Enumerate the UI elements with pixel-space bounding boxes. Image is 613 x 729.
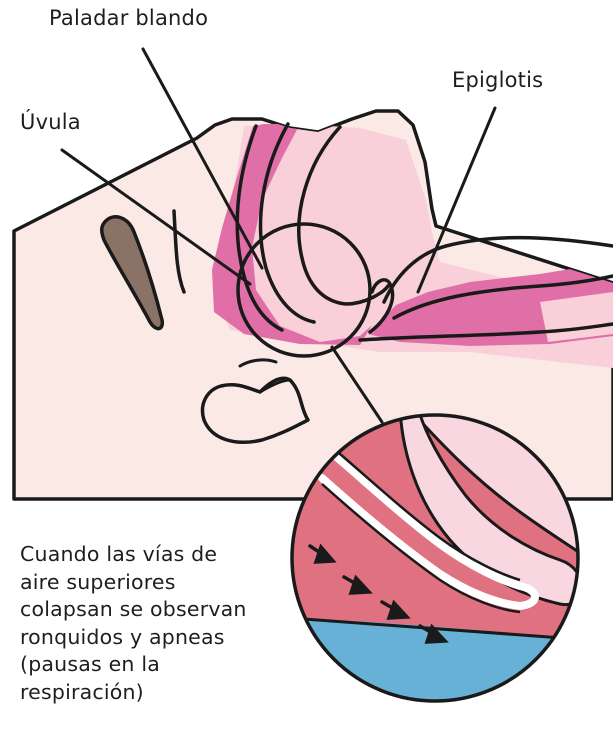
caption-line: Cuando las vías de xyxy=(20,541,282,569)
uvula-label: Úvula xyxy=(20,112,81,133)
caption-line: ronquidos y apneas xyxy=(20,624,282,652)
soft-palate-label: Paladar blando xyxy=(49,8,208,29)
caption-line: respiración) xyxy=(20,679,282,707)
caption-line: (pausas en la xyxy=(20,651,282,679)
caption: Cuando las vías de aire superiores colap… xyxy=(20,541,282,706)
caption-line: colapsan se observan xyxy=(20,596,282,624)
epiglottis-label: Epiglotis xyxy=(452,70,543,91)
caption-line: aire superiores xyxy=(20,569,282,597)
